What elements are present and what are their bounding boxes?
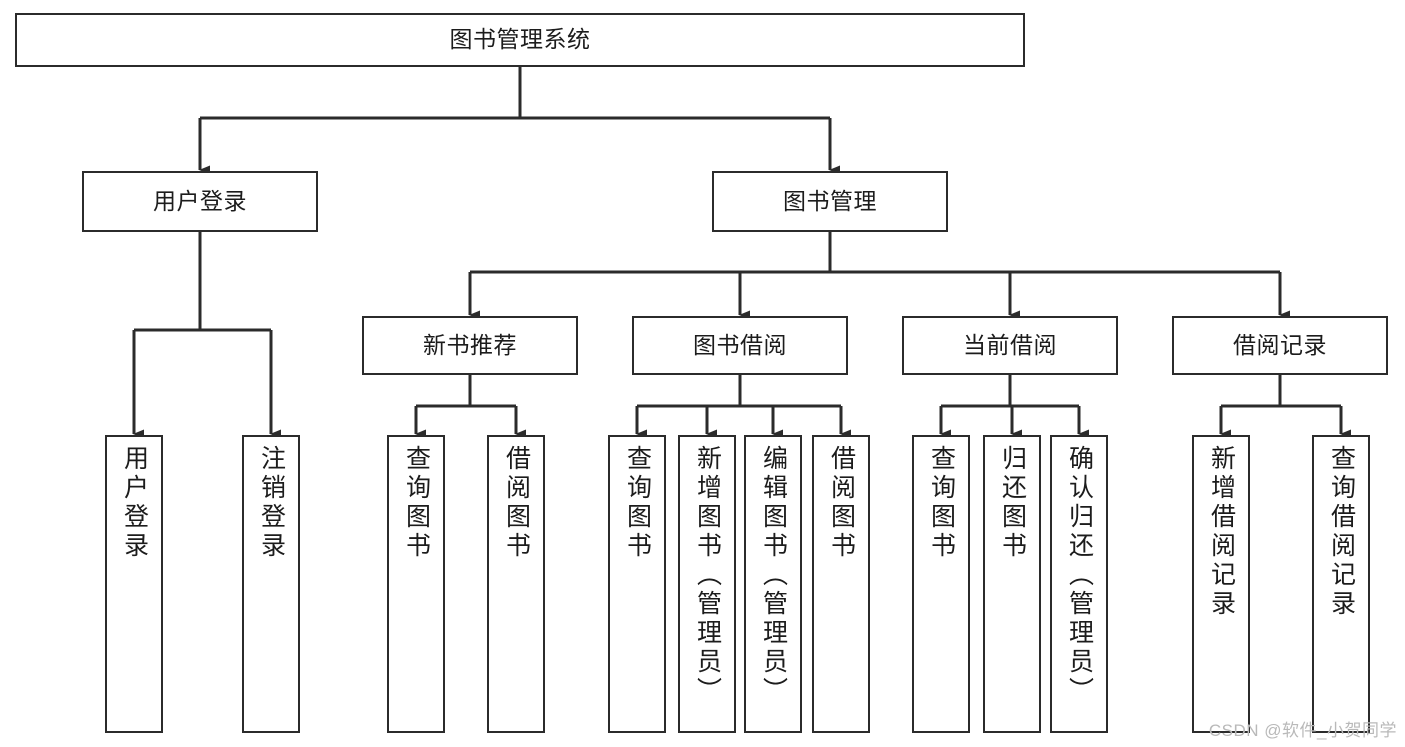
node-label: 查询借阅记录 [1327,445,1356,619]
node-root[interactable]: 图书管理系统 [15,13,1025,67]
node-book-borrow[interactable]: 图书借阅 [632,316,848,375]
node-new-book-rec[interactable]: 新书推荐 [362,316,578,375]
node-leaf-return-book[interactable]: 归还图书 [983,435,1041,733]
node-leaf-add-book[interactable]: 新增图书（管理员） [678,435,736,733]
node-label: 编辑图书（管理员） [759,445,788,706]
node-leaf-query-book-2[interactable]: 查询图书 [608,435,666,733]
node-label: 新书推荐 [423,331,517,358]
connectors-group [132,67,1351,439]
watermark-label: CSDN @软件_小贺同学 [1208,721,1397,740]
node-label: 用户登录 [153,187,247,214]
node-label: 查询图书 [623,445,652,561]
node-label: 图书管理 [783,187,877,214]
node-user-login[interactable]: 用户登录 [82,171,318,232]
node-borrow-record[interactable]: 借阅记录 [1172,316,1388,375]
node-label: 新增图书（管理员） [693,445,722,706]
node-leaf-borrow-book-2[interactable]: 借阅图书 [812,435,870,733]
node-leaf-query-book-3[interactable]: 查询图书 [912,435,970,733]
node-label: 注销登录 [257,445,286,561]
node-label: 归还图书 [998,445,1027,561]
node-label: 新增借阅记录 [1207,445,1236,619]
node-leaf-query-record[interactable]: 查询借阅记录 [1312,435,1370,733]
node-leaf-borrow-book-1[interactable]: 借阅图书 [487,435,545,733]
node-label: 图书借阅 [693,331,787,358]
node-leaf-user-login[interactable]: 用户登录 [105,435,163,733]
node-leaf-add-record[interactable]: 新增借阅记录 [1192,435,1250,733]
node-book-manage[interactable]: 图书管理 [712,171,948,232]
node-label: 借阅图书 [827,445,856,561]
node-label: 借阅记录 [1233,331,1327,358]
node-label: 确认归还（管理员） [1065,445,1094,706]
node-leaf-query-book-1[interactable]: 查询图书 [387,435,445,733]
node-current-borrow[interactable]: 当前借阅 [902,316,1118,375]
node-label: 图书管理系统 [449,26,591,53]
node-leaf-confirm-return[interactable]: 确认归还（管理员） [1050,435,1108,733]
node-leaf-logout[interactable]: 注销登录 [242,435,300,733]
node-leaf-edit-book[interactable]: 编辑图书（管理员） [744,435,802,733]
node-label: 当前借阅 [963,331,1057,358]
node-label: 用户登录 [120,445,149,561]
node-label: 查询图书 [402,445,431,561]
node-label: 借阅图书 [502,445,531,561]
node-label: 查询图书 [927,445,956,561]
